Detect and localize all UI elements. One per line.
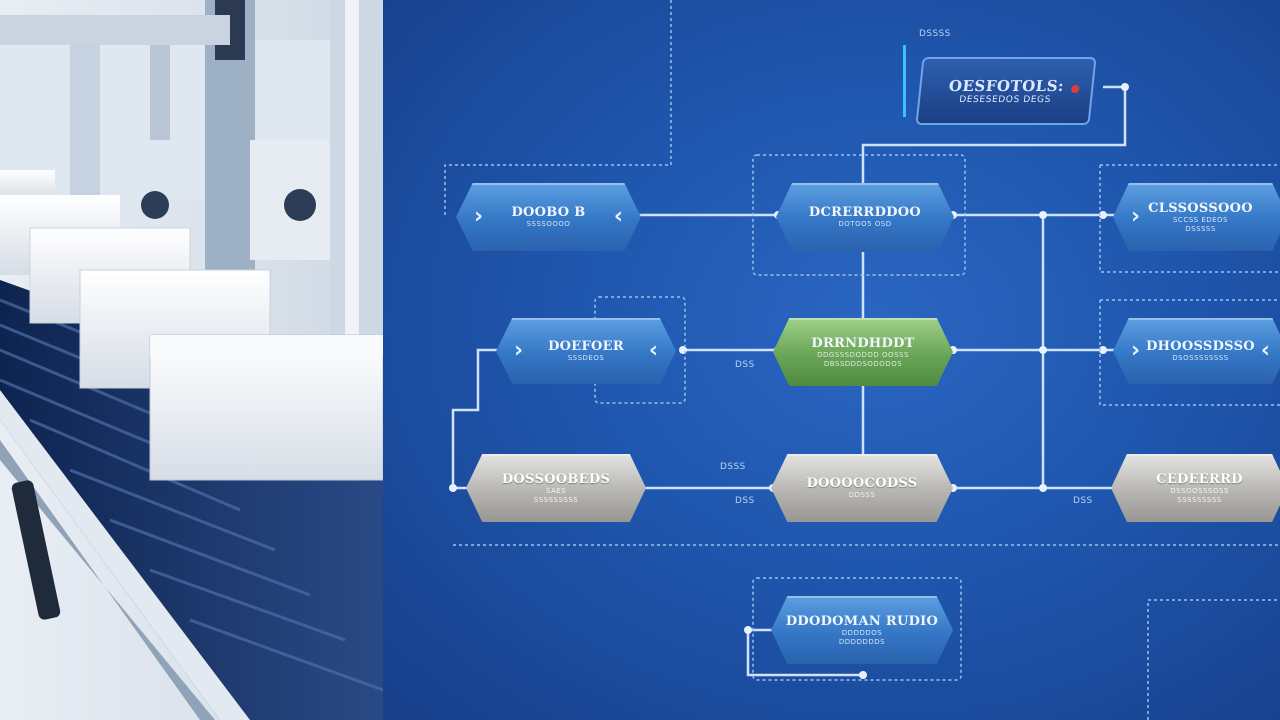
edge-label: DSS bbox=[735, 360, 755, 370]
node-subtitle-2: DBSSDDDSODODOS bbox=[823, 359, 903, 368]
top-status-node[interactable]: OESFOTOLS: DESESEDOS DEGS bbox=[915, 57, 1097, 125]
status-indicator-dot bbox=[1070, 85, 1080, 93]
chevron-left-icon: ‹ bbox=[1260, 338, 1270, 363]
conveyor-illustration bbox=[0, 0, 383, 720]
chevron-right-icon: › bbox=[1131, 338, 1141, 363]
node-subtitle-2: DSSSSS bbox=[1185, 224, 1216, 233]
node-subtitle: DESESEDOS DEGS bbox=[958, 95, 1052, 105]
node-subtitle-2: SSSSSSSSS bbox=[533, 495, 579, 504]
node-row1-left[interactable]: › ‹ DOOBO B SSSSOOOO bbox=[456, 183, 641, 251]
edge-label: DSS bbox=[735, 496, 755, 506]
node-subtitle-2: DDDDDDDS bbox=[838, 637, 886, 646]
chevron-right-icon: › bbox=[1131, 204, 1141, 229]
node-subtitle: DDSSS bbox=[848, 491, 876, 499]
node-subtitle: DOTOO5 OSD bbox=[838, 220, 892, 228]
chevron-left-icon: ‹ bbox=[648, 338, 658, 363]
header-tag: DSSSS bbox=[919, 29, 951, 39]
node-subtitle: SCCSS EDEOS bbox=[1172, 215, 1229, 224]
chevron-right-icon: › bbox=[474, 204, 484, 229]
node-row3-right[interactable]: CEDEERRD DSSOOSSSOSS SSSSSSSSS bbox=[1111, 454, 1280, 522]
node-subtitle: DDGSSSDODOD OOSSS bbox=[817, 350, 909, 359]
node-row2-left[interactable]: › ‹ DOEFOER SSSDEOS bbox=[496, 318, 676, 384]
node-row1-center[interactable]: DCRERRDDOO DOTOO5 OSD bbox=[776, 183, 954, 251]
node-title: DDODOMAN RUDIO bbox=[785, 613, 939, 629]
node-subtitle: SSSDEOS bbox=[567, 354, 605, 362]
node-row3-center[interactable]: DOOOOCODSS DDSSS bbox=[771, 454, 953, 522]
node-title: DOOOOCODSS bbox=[806, 476, 918, 491]
node-title: DCRERRDDOO bbox=[808, 205, 922, 220]
node-subtitle: DSSOOSSSOSS bbox=[1170, 486, 1229, 495]
node-row2-center[interactable]: DRRNDHDDT DDGSSSDODOD OOSSS DBSSDDDSODOD… bbox=[773, 318, 953, 386]
node-title: CLSSOSSOOO bbox=[1148, 200, 1253, 216]
node-title: DOSSOOBEDS bbox=[501, 471, 611, 487]
node-row2-right[interactable]: › ‹ DHOOSSDSSO DSOSSSSSSSS bbox=[1113, 318, 1280, 384]
diagram-connectors bbox=[444, 0, 1280, 720]
node-row1-right[interactable]: › CLSSOSSOOO SCCSS EDEOS DSSSSS bbox=[1113, 183, 1280, 251]
edge-label: DSS bbox=[1073, 496, 1093, 506]
flow-diagram: DSSSS OESFOTOLS: DESESEDOS DEGS › ‹ DOOB… bbox=[383, 0, 1280, 720]
node-bottom[interactable]: DDODOMAN RUDIO DDDDDOS DDDDDDDS bbox=[771, 596, 953, 664]
chevron-right-icon: › bbox=[514, 338, 524, 363]
node-title: OESFOTOLS: bbox=[947, 77, 1066, 95]
edge-label: DSSS bbox=[720, 462, 746, 472]
node-title: DRRNDHDDT bbox=[811, 335, 915, 351]
conveyor-photo bbox=[0, 0, 383, 720]
node-title: DOOBO B bbox=[511, 205, 586, 220]
node-row3-left[interactable]: DOSSOOBEDS SAES SSSSSSSSS bbox=[466, 454, 646, 522]
node-subtitle: DSOSSSSSSSS bbox=[1172, 354, 1229, 362]
node-title: DHOOSSDSSO bbox=[1146, 339, 1255, 354]
node-subtitle: SSSSOOOO bbox=[526, 220, 571, 228]
node-subtitle-2: SSSSSSSSS bbox=[1177, 495, 1222, 504]
node-title: DOEFOER bbox=[548, 339, 624, 354]
node-title: CEDEERRD bbox=[1156, 471, 1243, 487]
node-subtitle: SAES bbox=[545, 486, 567, 495]
header-accent-bar bbox=[903, 45, 906, 117]
chevron-left-icon: ‹ bbox=[613, 204, 623, 229]
node-subtitle: DDDDDOS bbox=[841, 628, 883, 637]
